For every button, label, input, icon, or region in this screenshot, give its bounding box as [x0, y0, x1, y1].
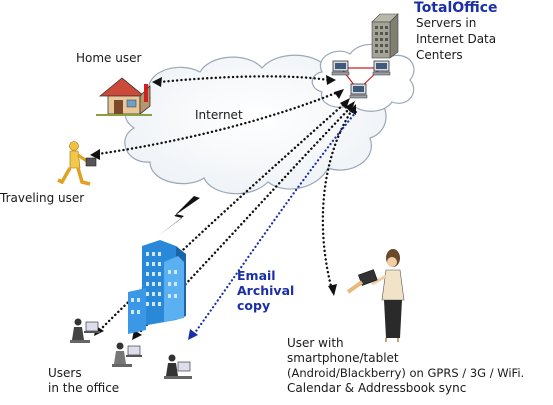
servers-label-line: Servers in — [416, 16, 477, 30]
email-archival-label-line: copy — [237, 298, 271, 313]
office-worker-icon — [70, 318, 100, 343]
mobile-user-label-line: smartphone/tablet — [287, 351, 399, 365]
link-mobile-user — [321, 108, 354, 292]
mobile-user-figure-icon — [346, 249, 405, 342]
server-computer-icon — [372, 60, 391, 76]
servers-label-line: Centers — [416, 48, 463, 62]
house-icon — [96, 77, 152, 116]
email-archival-label-line: Archival — [237, 283, 295, 298]
office-worker-icon — [112, 342, 142, 367]
servers-label-line: Internet Data — [416, 32, 497, 46]
datacenter-building-icon — [371, 13, 399, 59]
office-building-icon — [128, 240, 186, 334]
internet-label: Internet — [195, 108, 243, 122]
email-arrowhead — [188, 329, 198, 340]
traveling-user-figure-icon — [57, 141, 97, 186]
link-home-user — [158, 75, 330, 84]
mobile-user-label-line: (Android/Blackberry) on GPRS / 3G / WiFi… — [287, 366, 525, 380]
brand-title: TotalOffice — [414, 0, 498, 16]
server-computer-icon — [349, 83, 368, 99]
office-users-label-line: Users — [48, 366, 82, 380]
office-worker-icon — [164, 354, 192, 379]
email-archival-label-line: Email — [237, 268, 276, 283]
lightning-bolt-icon — [158, 196, 200, 236]
link-traveling-user — [96, 90, 340, 156]
link-office-user-1 — [98, 102, 346, 332]
server-computer-icon — [331, 60, 350, 76]
mobile-user-label-line: User with — [287, 336, 344, 350]
mobile-user-label-line: Calendar & Addressbook sync — [287, 381, 467, 395]
link-office-user-2 — [136, 106, 352, 336]
home-user-label: Home user — [76, 51, 142, 65]
traveling-user-label: Traveling user — [0, 191, 85, 205]
office-users-label-line: in the office — [48, 381, 120, 395]
